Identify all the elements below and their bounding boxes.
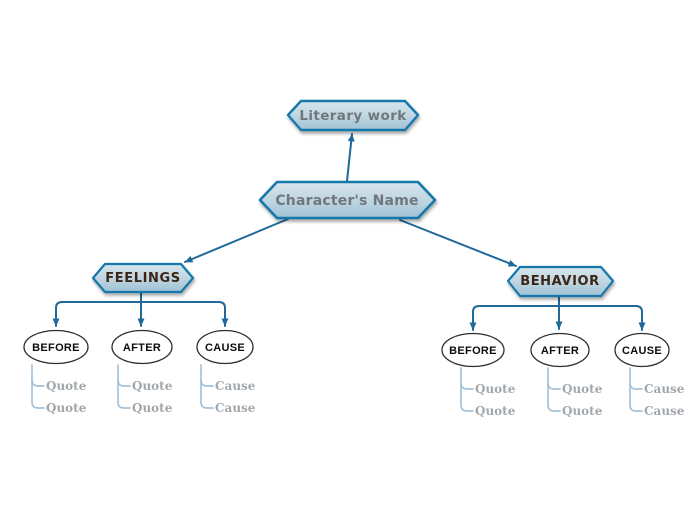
edge-feelings-rail-left [52, 301, 142, 327]
node-literary-work-shape[interactable] [286, 99, 420, 132]
node-characters-name[interactable]: Character's Name [258, 180, 437, 220]
leaf-connectors [31, 364, 643, 412]
leaf-edge [460, 367, 474, 412]
leaf-feelings-after-quote-1[interactable]: Quote [132, 379, 173, 393]
node-feelings-before-label: BEFORE [32, 342, 80, 354]
leaf-edge [629, 382, 643, 390]
node-behavior-shape[interactable] [506, 265, 615, 298]
node-feelings-shape[interactable] [91, 262, 195, 294]
node-behavior-cause[interactable]: CAUSE [614, 332, 670, 368]
node-behavior-before[interactable]: BEFORE [441, 332, 505, 368]
edge-behavior-rail-right [558, 305, 646, 331]
leaf-feelings-before-quote-2[interactable]: Quote [46, 401, 87, 415]
edge-feelings-rail-right [140, 301, 229, 327]
leaf-edge [200, 364, 214, 409]
edge-character-to-behavior [399, 219, 517, 267]
node-feelings-after[interactable]: AFTER [111, 329, 173, 365]
node-behavior-cause-label: CAUSE [622, 345, 662, 357]
node-feelings-label: FEELINGS [105, 271, 180, 286]
leaf-feelings-cause-2[interactable]: Cause [215, 401, 256, 415]
leaf-edge [629, 367, 643, 412]
leaf-behavior-after-quote-2[interactable]: Quote [562, 404, 603, 418]
node-behavior-before-label: BEFORE [449, 345, 497, 357]
node-feelings-cause-label: CAUSE [205, 342, 245, 354]
node-feelings-after-label: AFTER [123, 342, 161, 354]
leaf-feelings-cause-1[interactable]: Cause [215, 379, 256, 393]
leaf-edge [460, 382, 474, 390]
node-behavior[interactable]: BEHAVIOR [506, 265, 615, 298]
leaf-behavior-before-quote-1[interactable]: Quote [475, 382, 516, 396]
leaf-edge [117, 364, 131, 409]
leaf-edge [31, 379, 45, 387]
node-behavior-after-shape[interactable] [530, 332, 590, 368]
leaf-edge [547, 382, 561, 390]
node-behavior-cause-shape[interactable] [614, 332, 670, 368]
leaf-behavior-after-quote-1[interactable]: Quote [562, 382, 603, 396]
node-characters-name-label: Character's Name [275, 193, 418, 209]
edge-character-to-feelings [184, 218, 289, 263]
node-behavior-after-label: AFTER [541, 345, 579, 357]
node-feelings-after-shape[interactable] [111, 329, 173, 365]
node-feelings-before[interactable]: BEFORE [23, 329, 89, 365]
leaf-items: Quote Quote Quote Quote Cause Cause Quot… [46, 379, 685, 418]
node-feelings-cause[interactable]: CAUSE [196, 329, 254, 365]
leaf-edge [117, 379, 131, 387]
node-characters-name-shape[interactable] [258, 180, 437, 220]
leaf-edge [31, 364, 45, 409]
leaf-behavior-cause-2[interactable]: Cause [644, 404, 685, 418]
node-behavior-before-shape[interactable] [441, 332, 505, 368]
node-literary-work-label: Literary work [299, 108, 407, 124]
node-behavior-after[interactable]: AFTER [530, 332, 590, 368]
node-feelings[interactable]: FEELINGS [91, 262, 195, 294]
leaf-feelings-after-quote-2[interactable]: Quote [132, 401, 173, 415]
node-behavior-label: BEHAVIOR [520, 274, 600, 289]
node-literary-work[interactable]: Literary work [286, 99, 420, 132]
leaf-edge [547, 367, 561, 412]
edge-behavior-rail-left [469, 305, 560, 331]
node-feelings-before-shape[interactable] [23, 329, 89, 365]
leaf-edge [200, 379, 214, 387]
main-connectors [52, 133, 646, 331]
edge-character-to-root [346, 133, 355, 182]
leaf-behavior-before-quote-2[interactable]: Quote [475, 404, 516, 418]
leaf-behavior-cause-1[interactable]: Cause [644, 382, 685, 396]
leaf-feelings-before-quote-1[interactable]: Quote [46, 379, 87, 393]
node-feelings-cause-shape[interactable] [196, 329, 254, 365]
